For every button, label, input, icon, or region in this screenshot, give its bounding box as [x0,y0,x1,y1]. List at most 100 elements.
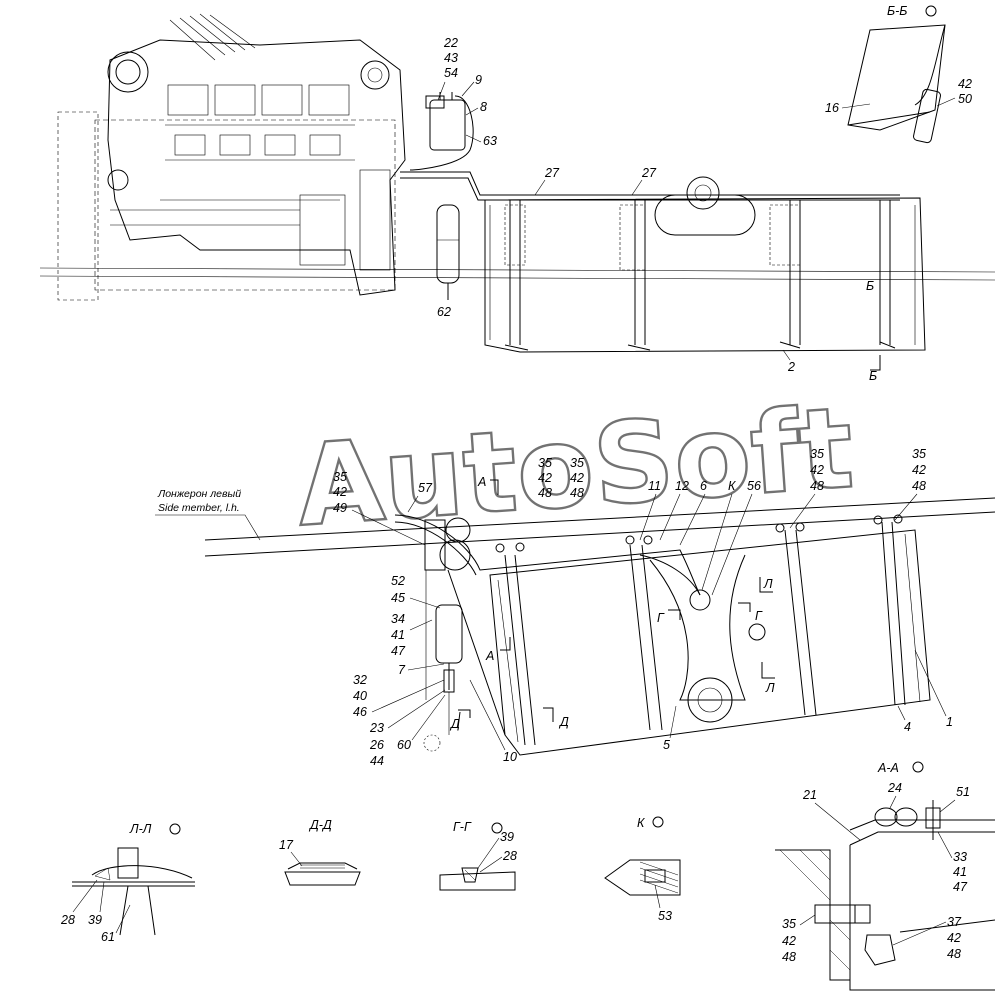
ll-callout-39: 39 [88,913,102,927]
title-dd: Д-Д [308,818,332,832]
bb-callout-42: 42 [958,77,972,91]
title-k: К [637,816,645,830]
main-callout-1: 1 [946,715,953,729]
fuel-tank-top [39,176,995,353]
aa-callout-35: 35 [782,917,796,931]
main-callout-35b: 35 [538,456,552,470]
mark-a-top: А [477,475,486,489]
main-callout-12: 12 [675,479,689,493]
aa-callout-51: 51 [956,785,970,799]
callout-63: 63 [483,134,497,148]
bb-callout-50: 50 [958,92,972,106]
section-k: К 53 [604,816,681,923]
main-callout-49: 49 [333,501,347,515]
main-callout-41: 41 [391,628,405,642]
aa-callout-47: 47 [953,880,968,894]
main-view: Лонжерон левый Side member, l.h. [155,447,995,768]
mark-b-bottom: Б [869,369,877,383]
main-callout-42e: 42 [912,463,926,477]
main-callout-11: 11 [648,479,661,493]
callout-62: 62 [437,305,451,319]
main-callout-44: 44 [370,754,384,768]
section-dd: Д-Д 17 [279,818,361,886]
main-callout-48b: 48 [538,486,552,500]
main-callout-42a: 42 [333,485,347,499]
main-callout-42c: 42 [570,471,584,485]
aa-callout-48: 48 [782,950,796,964]
section-aa: А-А 21 24 51 33 41 47 35 42 48 37 42 48 [775,761,995,991]
aa-callout-21: 21 [802,788,817,802]
aa-callout-24: 24 [887,781,902,795]
main-callout-46: 46 [353,705,367,719]
callout-8: 8 [480,100,487,114]
callout-27b: 27 [641,166,657,180]
top-callouts: 22 43 54 9 8 63 27 27 62 2 Б Б [437,36,881,383]
main-callouts-bottom: 5 4 1 [663,649,953,752]
main-callout-48d: 48 [810,479,824,493]
mark-a-bottom: А [485,649,494,663]
title-aa: А-А [877,761,899,775]
main-callout-42d: 42 [810,463,824,477]
section-bb: Б-Б 16 42 50 [825,4,972,144]
fuel-filter-top [400,92,900,300]
main-callout-42b: 42 [538,471,552,485]
main-callout-23: 23 [369,721,384,735]
side-member-en: Side member, l.h. [158,502,240,514]
main-callout-35a: 35 [333,470,347,484]
main-callout-35c: 35 [570,456,584,470]
main-callout-10: 10 [503,750,517,764]
engine-top-view [57,13,406,301]
main-callouts-left: 35 42 57 49 52 45 34 41 47 7 32 40 46 23… [333,470,517,768]
title-bb: Б-Б [887,4,907,18]
callout-2: 2 [787,360,795,374]
aa-callout-41: 41 [953,865,967,879]
mark-b-top: Б [866,279,874,293]
main-callout-4: 4 [904,720,911,734]
callout-9: 9 [475,73,482,87]
main-callout-6: 6 [700,479,707,493]
aa-callout-42b: 42 [947,931,961,945]
callout-27a: 27 [544,166,560,180]
mark-d-left: Д [449,717,460,731]
mark-l-top: Л [763,577,773,591]
aa-callout-42: 42 [782,934,796,948]
main-callout-56: 56 [747,479,761,493]
bb-callout-16: 16 [825,101,839,115]
main-callout-45: 45 [391,591,405,605]
section-gg: Г-Г 39 28 [439,820,517,891]
mark-l-bottom: Л [765,681,775,695]
main-callout-47: 47 [391,644,406,658]
mark-k: К [728,479,736,493]
k-callout-53: 53 [658,909,672,923]
main-callout-26: 26 [369,738,384,752]
gg-callout-28: 28 [502,849,517,863]
title-gg: Г-Г [453,820,472,834]
main-callout-48c: 48 [570,486,584,500]
callout-54: 54 [444,66,458,80]
main-callout-40: 40 [353,689,367,703]
section-ll: Л-Л 28 39 61 [60,822,195,944]
main-callout-48e: 48 [912,479,926,493]
aa-callout-48b: 48 [947,947,961,961]
callout-43: 43 [444,51,458,65]
mark-g-right: Г [755,609,763,623]
mark-g-left: Г [657,611,665,625]
callout-22: 22 [443,36,458,50]
dd-callout-17: 17 [279,838,294,852]
main-callouts-top: 35 42 48 35 42 48 11 12 6 К 56 35 42 48 … [538,447,926,596]
main-callout-32: 32 [353,673,367,687]
main-callout-5: 5 [663,738,670,752]
main-callout-35e: 35 [912,447,926,461]
main-callout-34: 34 [391,612,405,626]
main-callout-7: 7 [398,663,406,677]
main-callout-52: 52 [391,574,405,588]
gg-callout-39: 39 [500,830,514,844]
title-ll: Л-Л [129,822,152,836]
main-callout-57: 57 [418,481,433,495]
mark-d-right: Д [558,715,569,729]
main-callout-60: 60 [397,738,411,752]
side-member-ru: Лонжерон левый [157,488,241,500]
ll-callout-28: 28 [60,913,75,927]
